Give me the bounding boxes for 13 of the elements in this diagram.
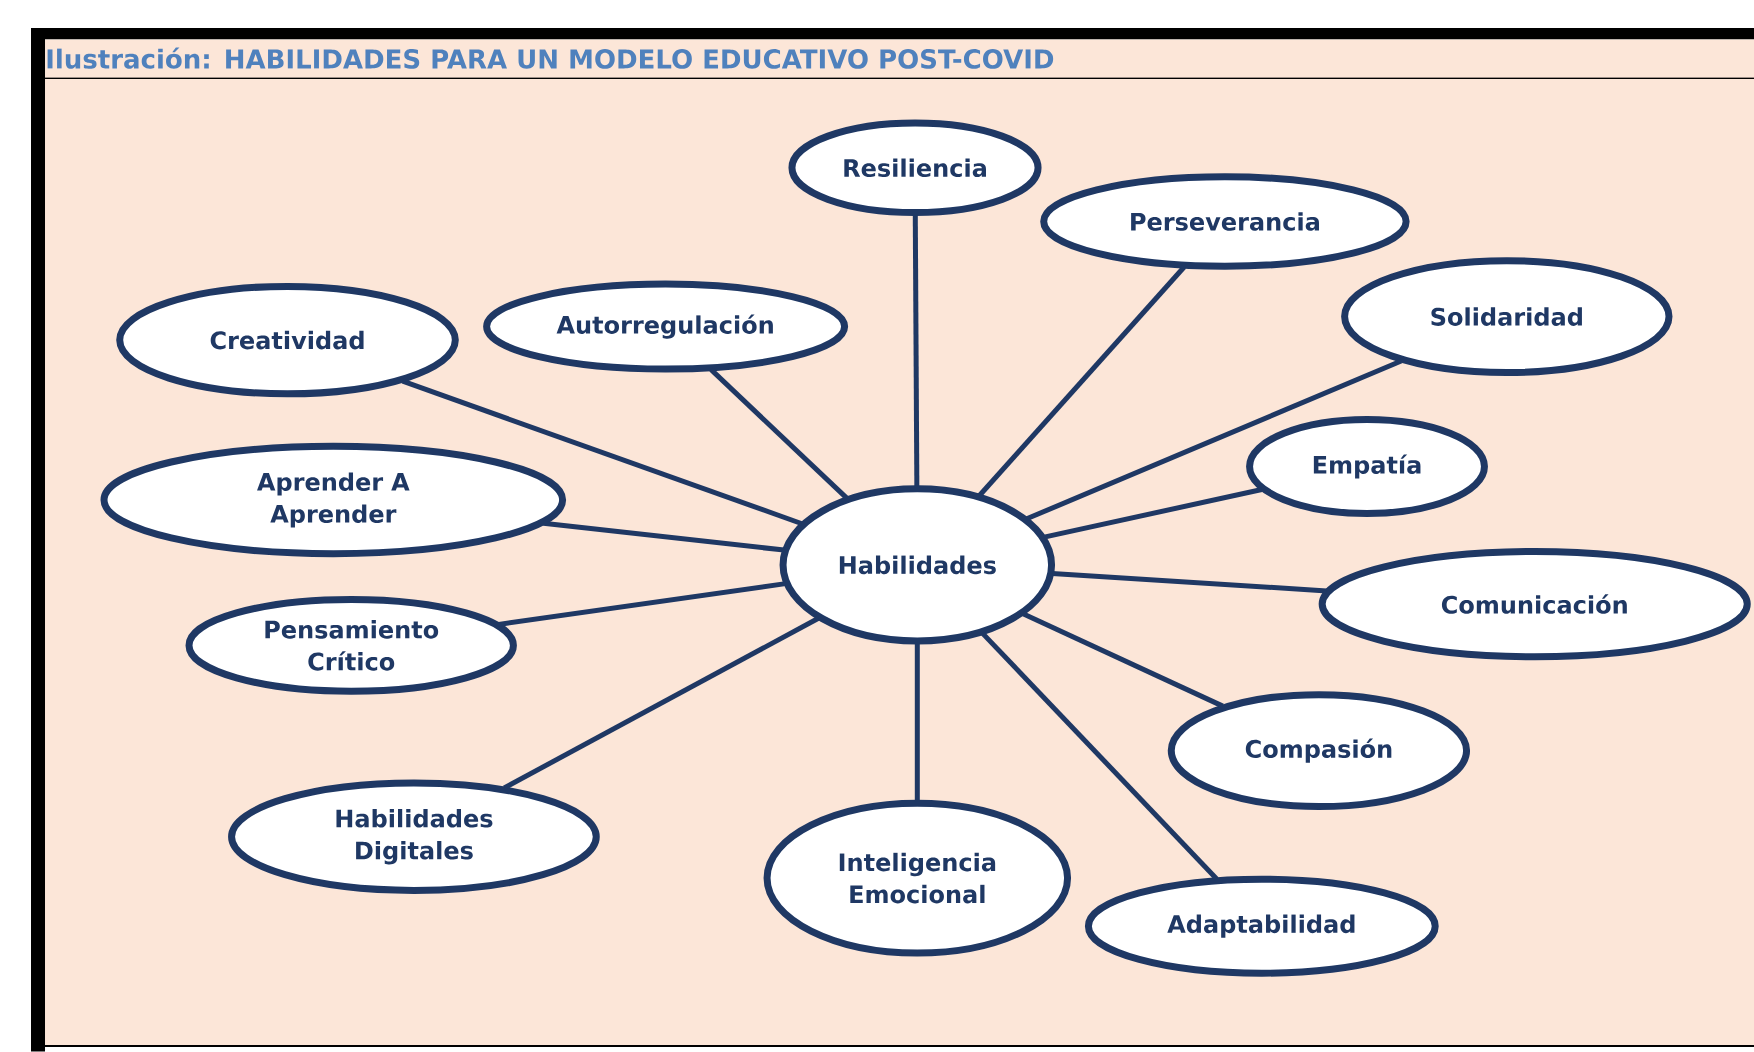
- title: Ilustración: HABILIDADES PARA UN MODELO EDUCATIVO POST-COVID: [47, 47, 1054, 69]
- connector-line: [543, 520, 785, 553]
- connector-line: [980, 631, 1219, 881]
- connector-line: [1052, 570, 1327, 594]
- connector-line: [977, 265, 1187, 498]
- connector-line: [914, 642, 920, 802]
- connector-line: [503, 616, 820, 791]
- connector-line: [401, 378, 803, 527]
- connector-line: [912, 214, 920, 488]
- connector-line: [1021, 611, 1224, 709]
- connector-line: [1043, 487, 1263, 540]
- connector-line: [1025, 358, 1403, 522]
- connector-line: [498, 581, 786, 627]
